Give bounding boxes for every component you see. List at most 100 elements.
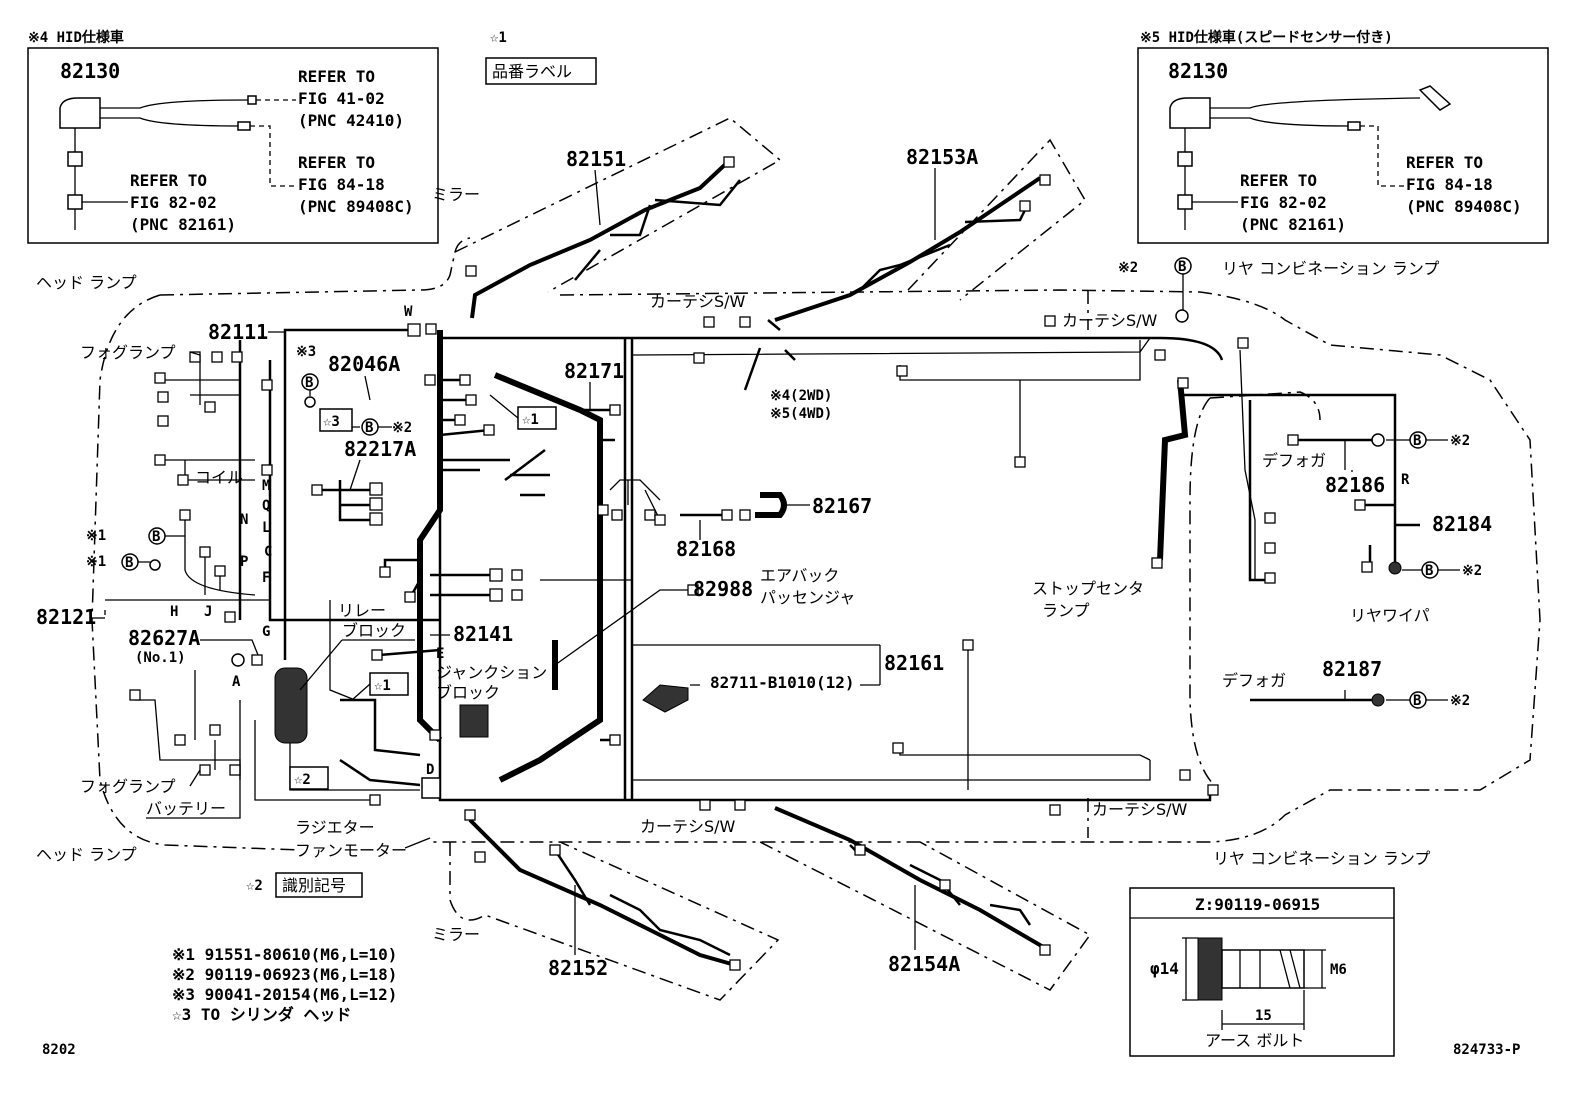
svg-text:REFER TO: REFER TO xyxy=(298,153,375,172)
svg-text:B: B xyxy=(1425,563,1433,579)
svg-text:φ14: φ14 xyxy=(1150,959,1179,978)
svg-text:82187: 82187 xyxy=(1322,657,1382,681)
svg-text:☆3 TO シリンダ ヘッド: ☆3 TO シリンダ ヘッド xyxy=(172,1005,351,1024)
harness-82152 xyxy=(468,818,736,967)
svg-text:FIG 82-02: FIG 82-02 xyxy=(130,193,217,212)
svg-text:(PNC 89408C): (PNC 89408C) xyxy=(1406,197,1522,216)
mirror-lower-outline xyxy=(449,841,780,1001)
svg-text:L: L xyxy=(262,520,270,536)
svg-text:82130: 82130 xyxy=(1168,59,1228,83)
svg-text:B: B xyxy=(152,529,160,545)
svg-text:B: B xyxy=(1178,259,1186,275)
reference-marks: ※3 ※2 ※2 ※2 ※2 ※2 ※1 ※1 ☆3 ☆1 ☆1 ☆2 xyxy=(86,260,1482,790)
svg-text:82711-B1010(12): 82711-B1010(12) xyxy=(710,673,855,692)
svg-text:カーテシS/W: カーテシS/W xyxy=(1092,800,1188,819)
svg-text:(PNC 42410): (PNC 42410) xyxy=(298,111,404,130)
svg-text:E: E xyxy=(436,646,444,662)
svg-text:REFER TO: REFER TO xyxy=(298,67,375,86)
svg-text:B: B xyxy=(125,555,133,571)
svg-text:82151: 82151 xyxy=(566,147,626,171)
connector-squares xyxy=(129,156,1373,971)
svg-text:82121: 82121 xyxy=(36,605,96,629)
svg-text:☆1: ☆1 xyxy=(374,678,391,694)
bolt-detail-box: Z:90119-06915 φ14 M6 15 アース ボルト xyxy=(1129,887,1395,1057)
footer-figure-number: 8202 xyxy=(42,1042,76,1058)
svg-text:リヤ コンビネーション ランプ: リヤ コンビネーション ランプ xyxy=(1213,849,1430,868)
svg-text:J: J xyxy=(204,604,212,620)
svg-text:識別記号: 識別記号 xyxy=(282,876,346,895)
svg-text:※2: ※2 xyxy=(1450,433,1470,449)
svg-text:ブロック: ブロック xyxy=(436,683,500,702)
svg-text:☆2: ☆2 xyxy=(246,878,263,894)
svg-text:カーテシS/W: カーテシS/W xyxy=(650,292,746,311)
svg-text:(No.1): (No.1) xyxy=(135,650,186,666)
svg-text:※2 90119-06923(M6,L=18): ※2 90119-06923(M6,L=18) xyxy=(172,965,397,984)
svg-text:P: P xyxy=(240,554,248,570)
svg-text:(PNC 82161): (PNC 82161) xyxy=(130,215,236,234)
svg-text:82627A: 82627A xyxy=(128,626,200,650)
bolt-shank xyxy=(1221,949,1305,989)
svg-text:M6: M6 xyxy=(1330,962,1347,978)
svg-text:R: R xyxy=(1401,472,1410,488)
inset-right-frame xyxy=(1137,47,1549,244)
svg-text:82168: 82168 xyxy=(676,537,736,561)
svg-text:※3: ※3 xyxy=(296,344,316,360)
svg-text:82046A: 82046A xyxy=(328,352,400,376)
svg-text:Q: Q xyxy=(262,498,270,514)
svg-text:エアバック: エアバック xyxy=(760,566,839,585)
svg-text:フォグランプ: フォグランプ xyxy=(80,777,176,796)
inset-left-frame xyxy=(27,47,439,244)
mirror-upper-right-outline xyxy=(907,138,1086,301)
svg-text:※1: ※1 xyxy=(86,554,106,570)
component-labels: ミラー ミラー ヘッド ランプ ヘッド ランプ フォグランプ フォグランプ コイ… xyxy=(36,185,1439,944)
svg-text:アース ボルト: アース ボルト xyxy=(1205,1031,1304,1050)
svg-text:リヤワイパ: リヤワイパ xyxy=(1350,606,1430,625)
svg-text:D: D xyxy=(426,762,434,778)
star1-part-label: ☆1 品番ラベル xyxy=(485,30,597,85)
svg-text:REFER TO: REFER TO xyxy=(1406,153,1483,172)
svg-text:リヤ コンビネーション ランプ: リヤ コンビネーション ランプ xyxy=(1222,259,1439,278)
svg-text:☆1: ☆1 xyxy=(522,412,539,428)
svg-text:Z:90119-06915: Z:90119-06915 xyxy=(1195,895,1320,914)
svg-text:ミラー: ミラー xyxy=(432,925,480,944)
svg-text:コイル: コイル xyxy=(195,468,243,487)
inset-right: ※5 HID仕様車(スピードセンサー付き) 82130 REFER TO FIG… xyxy=(1137,29,1549,244)
svg-text:※2: ※2 xyxy=(1118,260,1138,276)
svg-text:☆2: ☆2 xyxy=(294,772,311,788)
svg-text:※1 91551-80610(M6,L=10): ※1 91551-80610(M6,L=10) xyxy=(172,945,397,964)
svg-text:F: F xyxy=(262,570,270,586)
svg-text:A: A xyxy=(232,674,241,690)
svg-text:M: M xyxy=(262,478,270,494)
svg-text:フォグランプ: フォグランプ xyxy=(80,343,176,362)
svg-text:FIG 84-18: FIG 84-18 xyxy=(298,175,385,194)
svg-text:バッテリー: バッテリー xyxy=(146,799,226,818)
svg-text:82988: 82988 xyxy=(693,577,753,601)
svg-text:15: 15 xyxy=(1255,1008,1272,1024)
harness-82151 xyxy=(470,158,732,319)
svg-text:82141: 82141 xyxy=(453,622,513,646)
harness-82153A xyxy=(774,176,1042,322)
svg-text:リレー: リレー xyxy=(338,601,386,620)
svg-text:FIG 84-18: FIG 84-18 xyxy=(1406,175,1493,194)
ground-bolts xyxy=(149,309,1402,707)
svg-text:デフォガ: デフォガ xyxy=(1222,671,1286,690)
svg-text:82184: 82184 xyxy=(1432,512,1492,536)
harness-branch-letters: W R M Q L C N P F H J G A E D xyxy=(170,304,1410,778)
svg-text:ジャンクション: ジャンクション xyxy=(436,663,547,682)
car-body-outline xyxy=(91,237,1541,851)
svg-text:☆1: ☆1 xyxy=(490,30,507,46)
rear-harness xyxy=(743,319,1420,702)
svg-text:☆3: ☆3 xyxy=(323,414,340,430)
svg-text:ミラー: ミラー xyxy=(432,185,480,204)
footer-drawing-id: 824733-P xyxy=(1453,1042,1520,1058)
mirror-lower-right-outline xyxy=(759,841,1092,991)
svg-text:ストップセンタ: ストップセンタ xyxy=(1032,579,1144,598)
hid-ballast-connector xyxy=(59,97,101,129)
svg-text:G: G xyxy=(262,624,270,640)
svg-text:82154A: 82154A xyxy=(888,952,960,976)
inset-left: ※4 HID仕様車 82130 REFER TO FIG 41-02 (PNC … xyxy=(27,29,439,244)
b-marks: B B B B B B B B xyxy=(121,257,1439,709)
svg-text:ヘッド ランプ: ヘッド ランプ xyxy=(36,273,137,292)
svg-text:82186: 82186 xyxy=(1325,473,1385,497)
